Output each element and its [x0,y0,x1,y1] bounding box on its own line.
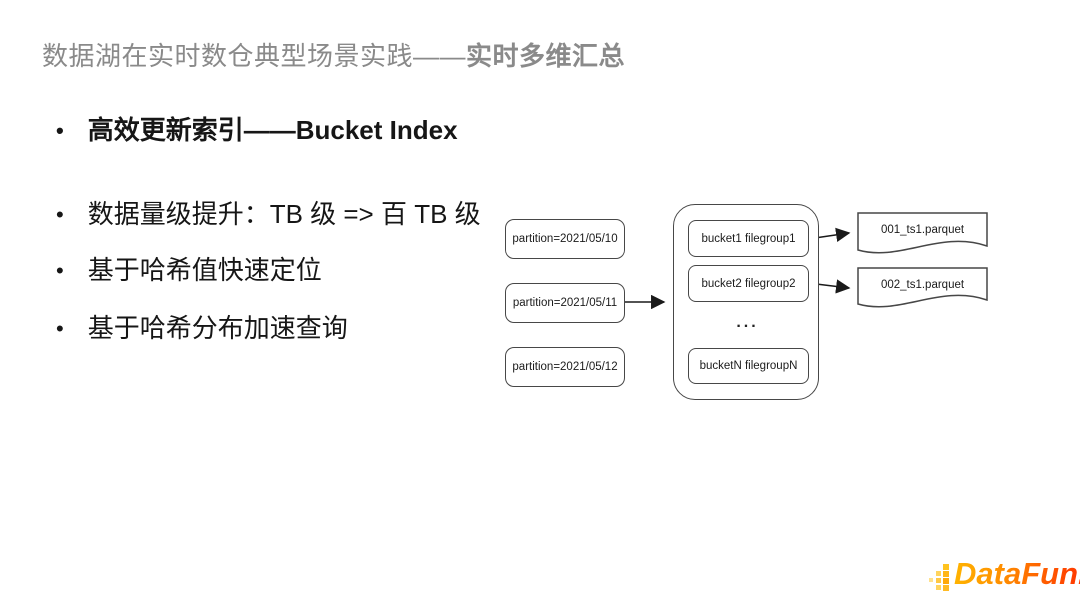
logo-pixel [943,578,949,584]
logo-pixel [943,564,949,570]
logo-pixel [936,585,941,590]
logo-pixel [943,571,949,577]
bucket-box-2: bucket2 filegroup2 [688,265,809,302]
document-shape-file1 [857,212,988,254]
bullet-item-row: • 基于哈希分布加速查询 [56,313,348,344]
logo-pixel-cluster-icon [928,564,952,594]
bullet-marker: • [56,202,64,227]
datafun-logo: DataFun. [928,556,1080,598]
partition-box-2: partition=2021/05/11 [505,283,625,323]
bullet-item-text: 基于哈希值快速定位 [87,255,322,285]
title-prefix: 数据湖在实时数仓典型场景实践—— [42,41,467,71]
logo-pixel [936,571,941,576]
page-title: 数据湖在实时数仓典型场景实践——实时多维汇总 [42,41,626,72]
logo-text: DataFun. [954,556,1080,592]
logo-pixel [936,578,941,583]
bullet-item-row: • 基于哈希值快速定位 [56,255,322,286]
bullet-item-text: 数据量级提升：TB 级 => 百 TB 级 [87,199,481,229]
logo-pixel [943,585,949,591]
bullet-marker: • [56,316,64,341]
title-emphasis: 实时多维汇总 [466,41,626,71]
document-shape-file2 [857,267,988,308]
bucket-box-1: bucket1 filegroup1 [688,220,809,257]
bullet-heading-text: 高效更新索引——Bucket Index [87,115,458,145]
partition-box-1: partition=2021/05/10 [505,219,625,259]
bullet-item-row: • 数据量级提升：TB 级 => 百 TB 级 [56,199,481,230]
bullet-marker: • [56,118,64,143]
bullet-marker: • [56,258,64,283]
parquet-file-label-1: 001_ts1.parquet [880,224,965,236]
bucket-box-n: bucketN filegroupN [688,348,809,384]
logo-pixel [929,578,933,582]
bullet-item-text: 基于哈希分布加速查询 [87,313,348,343]
partition-box-3: partition=2021/05/12 [505,347,625,387]
bucket-ellipsis: ... [736,314,759,331]
parquet-file-label-2: 002_ts1.parquet [880,279,965,291]
bullet-heading-row: • 高效更新索引——Bucket Index [56,115,458,146]
